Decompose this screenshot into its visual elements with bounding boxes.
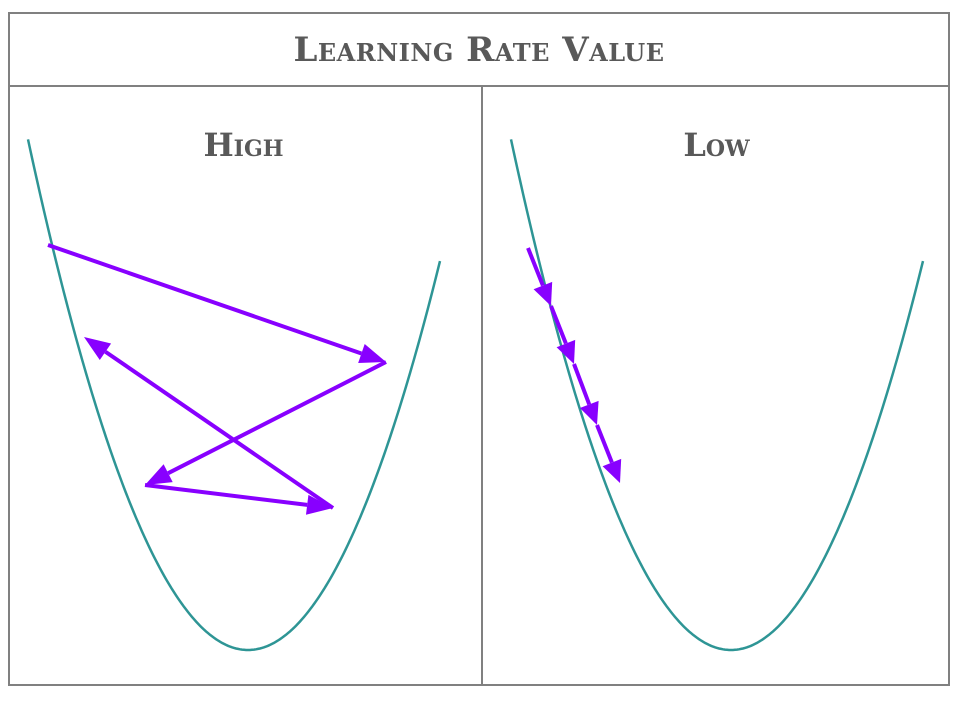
step-arrow-low-2 bbox=[549, 305, 576, 364]
step-arrow-low-4 bbox=[595, 424, 622, 483]
step-arrow-high-2-head bbox=[145, 464, 173, 485]
step-arrow-high-1-shaft bbox=[47, 243, 363, 356]
panel-divider bbox=[481, 85, 483, 686]
panel-low bbox=[509, 139, 925, 652]
step-arrow-low-2-head bbox=[556, 339, 576, 364]
step-arrow-low-4-shaft bbox=[595, 424, 614, 464]
diagram-frame: Learning Rate Value bbox=[8, 12, 950, 686]
step-arrow-low-3-shaft bbox=[572, 363, 592, 406]
step-arrow-low-1 bbox=[526, 247, 553, 306]
step-arrow-high-4-shaft bbox=[104, 350, 335, 510]
panel-title-low: Low bbox=[683, 126, 750, 164]
step-arrow-high-2-shaft bbox=[167, 360, 387, 475]
loss-curve-high bbox=[26, 139, 442, 652]
loss-curve-low bbox=[509, 139, 925, 652]
header-row: Learning Rate Value bbox=[10, 14, 948, 87]
gradient-steps-low bbox=[526, 247, 622, 483]
panel-title-high: High bbox=[203, 126, 284, 164]
step-arrow-high-4-head bbox=[84, 337, 112, 360]
step-arrow-high-3 bbox=[144, 483, 333, 515]
gradient-steps-high bbox=[47, 243, 387, 515]
main-title: Learning Rate Value bbox=[293, 29, 665, 70]
panel-high bbox=[26, 139, 442, 652]
step-arrow-low-1-head bbox=[533, 281, 553, 306]
step-arrow-high-1 bbox=[47, 243, 386, 363]
step-arrow-low-2-shaft bbox=[549, 305, 568, 345]
step-arrow-high-3-head bbox=[305, 494, 333, 515]
step-arrow-low-3 bbox=[572, 363, 599, 425]
step-arrow-low-1-shaft bbox=[526, 247, 545, 287]
step-arrow-high-4 bbox=[84, 337, 335, 510]
step-arrow-low-3-head bbox=[579, 400, 599, 425]
step-arrow-high-1-head bbox=[358, 344, 386, 363]
step-arrow-high-3-shaft bbox=[144, 483, 308, 507]
step-arrow-high-2 bbox=[145, 360, 387, 485]
step-arrow-low-4-head bbox=[602, 458, 622, 483]
